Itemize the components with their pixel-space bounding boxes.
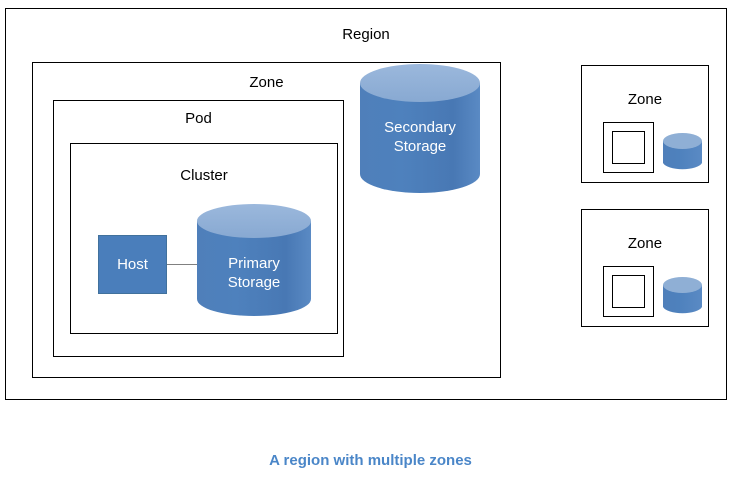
small-zone-2-pod-square xyxy=(603,266,654,317)
zone-box: Zone Pod Cluster Host xyxy=(32,62,501,378)
region-box: Region Zone Pod Cluster Host xyxy=(5,8,727,400)
small-zone-1: Zone xyxy=(581,65,709,183)
host-to-primary-storage-connector xyxy=(167,264,199,265)
small-zone-1-storage-cylinder xyxy=(662,132,703,172)
secondary-storage-cylinder: Secondary Storage xyxy=(359,63,481,194)
small-zone-1-pod-square xyxy=(603,122,654,173)
pod-box: Pod Cluster Host xyxy=(53,100,344,357)
small-zone-2-storage-cylinder xyxy=(662,276,703,316)
host-label: Host xyxy=(117,256,148,273)
cluster-box: Cluster Host xyxy=(70,143,338,334)
primary-storage-cylinder: Primary Storage xyxy=(196,203,312,317)
small-zone-1-label: Zone xyxy=(627,91,663,108)
diagram-caption: A region with multiple zones xyxy=(269,452,472,469)
cluster-label: Cluster xyxy=(180,167,228,184)
zone-label: Zone xyxy=(249,74,284,91)
pod-label: Pod xyxy=(185,110,212,127)
small-zone-2-label: Zone xyxy=(627,235,663,252)
small-zone-2: Zone xyxy=(581,209,709,327)
region-label: Region xyxy=(342,26,390,43)
host-node: Host xyxy=(98,235,167,294)
small-zone-2-cluster-square xyxy=(612,275,645,308)
small-zone-1-cluster-square xyxy=(612,131,645,164)
